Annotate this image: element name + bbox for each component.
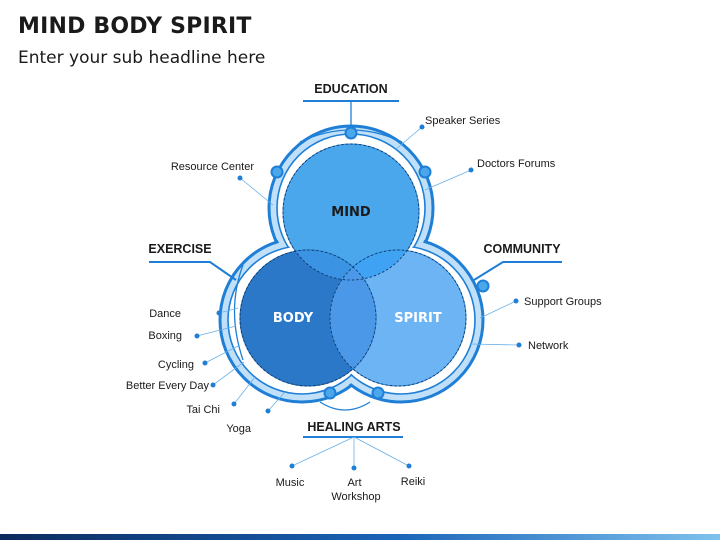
page-subtitle: Enter your sub headline here	[18, 48, 266, 68]
community-item-network: Network	[528, 340, 569, 352]
healing-right-dot	[371, 386, 385, 400]
education-right-dot	[418, 165, 432, 179]
spirit-label: SPIRIT	[394, 311, 442, 326]
exercise-item-boxing: Boxing	[148, 330, 182, 342]
healing-left-dot	[323, 386, 337, 400]
exercise-item-dance: Dance	[149, 308, 181, 320]
community-anchor-dot	[476, 279, 490, 293]
exercise-item-yoga: Yoga	[226, 423, 252, 435]
education-anchor-dot	[344, 126, 358, 140]
bottom-accent-bar	[0, 534, 720, 540]
exercise-anchor-dot	[270, 165, 284, 179]
healing-arts-item-art-workshop: Art Workshop	[331, 477, 380, 503]
education-heading: EDUCATION	[314, 82, 387, 96]
education-item-doctors-forums: Doctors Forums	[477, 158, 556, 170]
healing-arts-heading: HEALING ARTS	[307, 420, 400, 434]
body-label: BODY	[273, 311, 314, 326]
community-heading: COMMUNITY	[483, 242, 561, 256]
art-workshop-line-1: Art	[347, 477, 361, 489]
exercise-item-cycling: Cycling	[158, 359, 194, 371]
mind-label: MIND	[331, 205, 371, 220]
education-item-speaker-series: Speaker Series	[425, 115, 501, 127]
exercise-item-tai-chi: Tai Chi	[186, 404, 220, 416]
exercise-item-better-every-day: Better Every Day	[126, 380, 210, 392]
page-title: MIND BODY SPIRIT	[18, 14, 252, 39]
exercise-heading: EXERCISE	[148, 242, 211, 256]
education-item-resource-center: Resource Center	[171, 161, 254, 173]
healing-arts-item-reiki: Reiki	[401, 476, 425, 488]
community-item-support-groups: Support Groups	[524, 296, 602, 308]
art-workshop-line-2: Workshop	[331, 491, 380, 503]
healing-arts-item-music: Music	[276, 477, 305, 489]
